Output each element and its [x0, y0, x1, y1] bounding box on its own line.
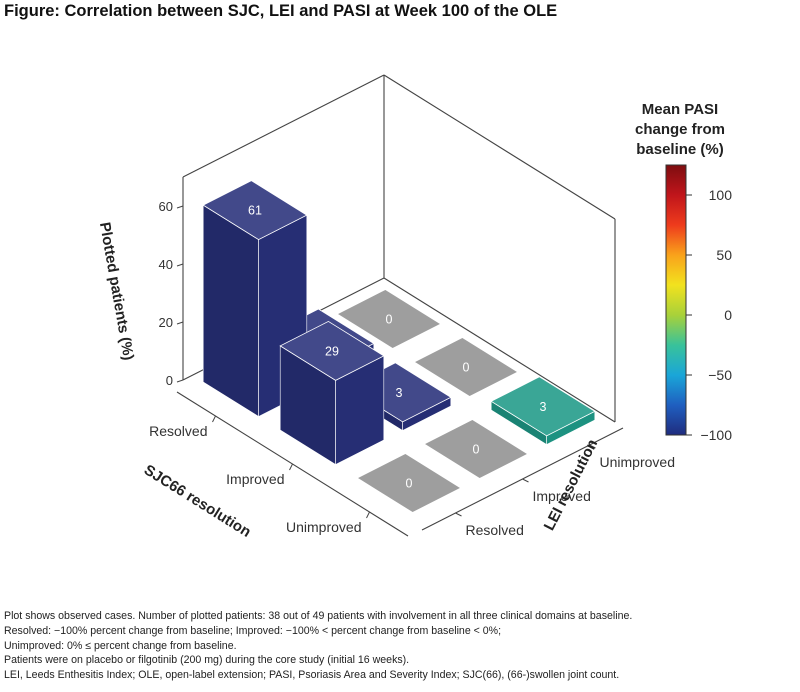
footnote-line: Unimproved: 0% ≤ percent change from bas… — [4, 639, 237, 652]
bar-top — [356, 453, 462, 513]
colorbar-bar — [665, 164, 687, 436]
z-tick — [176, 263, 184, 267]
z-tick-label: 60 — [159, 199, 173, 214]
axis-box — [176, 74, 616, 423]
x-tick — [212, 415, 216, 423]
colorbar-title: baseline (%) — [636, 141, 724, 158]
bar-value-label: 0 — [406, 477, 413, 491]
y-tick-label: Unimproved — [600, 454, 675, 470]
bar: 3 — [490, 376, 596, 446]
bar: 0 — [423, 419, 529, 479]
y-tick — [522, 478, 529, 483]
x-tick — [366, 511, 370, 519]
floor-ticks — [176, 391, 624, 537]
footnote-line: Resolved: −100% percent change from base… — [4, 624, 502, 637]
bar: 0 — [336, 289, 442, 349]
bar-top — [279, 320, 385, 381]
bar-value-label: 0 — [386, 313, 393, 327]
colorbar: −100 −50 0 50 100 Mean PASI change from baselin… — [635, 101, 732, 443]
bar: 61 — [202, 180, 308, 418]
z-tick-label: 0 — [166, 373, 173, 388]
bar: 0 — [413, 337, 519, 397]
figure-title: Figure: Correlation between SJC, LEI and… — [4, 2, 558, 20]
z-tick — [176, 379, 184, 383]
colorbar-tick-label: −100 — [700, 427, 732, 443]
colorbar-tick-label: 0 — [724, 307, 732, 323]
y-axis-title: LEI resolution — [541, 437, 602, 534]
x-tick-label: Improved — [226, 471, 284, 487]
colorbar-tick-label: 100 — [709, 187, 733, 203]
colorbar-title: change from — [635, 121, 725, 138]
bar-value-label: 29 — [325, 344, 339, 358]
footnote-line: LEI, Leeds Enthesitis Index; OLE, open-l… — [4, 669, 620, 682]
colorbar-tick-label: −50 — [708, 367, 732, 383]
colorbar-title: Mean PASI — [642, 101, 718, 118]
y-tick — [589, 444, 596, 449]
footnotes: Plot shows observed cases. Number of plo… — [4, 609, 800, 683]
bars: 05061332900 — [202, 180, 596, 513]
box-edge — [383, 277, 616, 423]
chart-3d-bar: 05061332900 0204060ResolvedImprovedUnimp… — [96, 74, 732, 541]
y-tick — [455, 512, 462, 517]
bar-value-label: 61 — [248, 204, 262, 218]
footnote-line: Patients were on placebo or filgotinib (… — [4, 654, 410, 667]
bar-value-label: 0 — [473, 443, 480, 457]
z-tick — [176, 205, 184, 209]
bar: 0 — [356, 453, 462, 513]
z-tick-label: 40 — [159, 257, 173, 272]
x-tick — [289, 463, 293, 471]
box-edge — [383, 74, 616, 220]
bar-top — [490, 376, 596, 437]
bar-value-label: 3 — [540, 400, 547, 414]
bar-value-label: 3 — [396, 386, 403, 400]
colorbar-tick-label: 50 — [716, 247, 732, 263]
x-tick-label: Resolved — [149, 423, 207, 439]
y-tick-label: Resolved — [466, 522, 524, 538]
bar-top — [202, 180, 308, 241]
bar-face — [202, 204, 259, 418]
x-tick-label: Unimproved — [286, 519, 361, 535]
bar-value-label: 0 — [463, 361, 470, 375]
bar-top — [413, 337, 519, 397]
footnote-line: Plot shows observed cases. Number of plo… — [4, 610, 633, 622]
bar-top — [336, 289, 442, 349]
z-tick — [176, 321, 184, 325]
box-edge — [182, 74, 385, 178]
bar: 29 — [279, 320, 385, 466]
y-tick-label: Improved — [533, 488, 591, 504]
bar-top — [423, 419, 529, 479]
z-tick-label: 20 — [159, 315, 173, 330]
z-axis-title: Plotted patients (%) — [96, 221, 137, 362]
